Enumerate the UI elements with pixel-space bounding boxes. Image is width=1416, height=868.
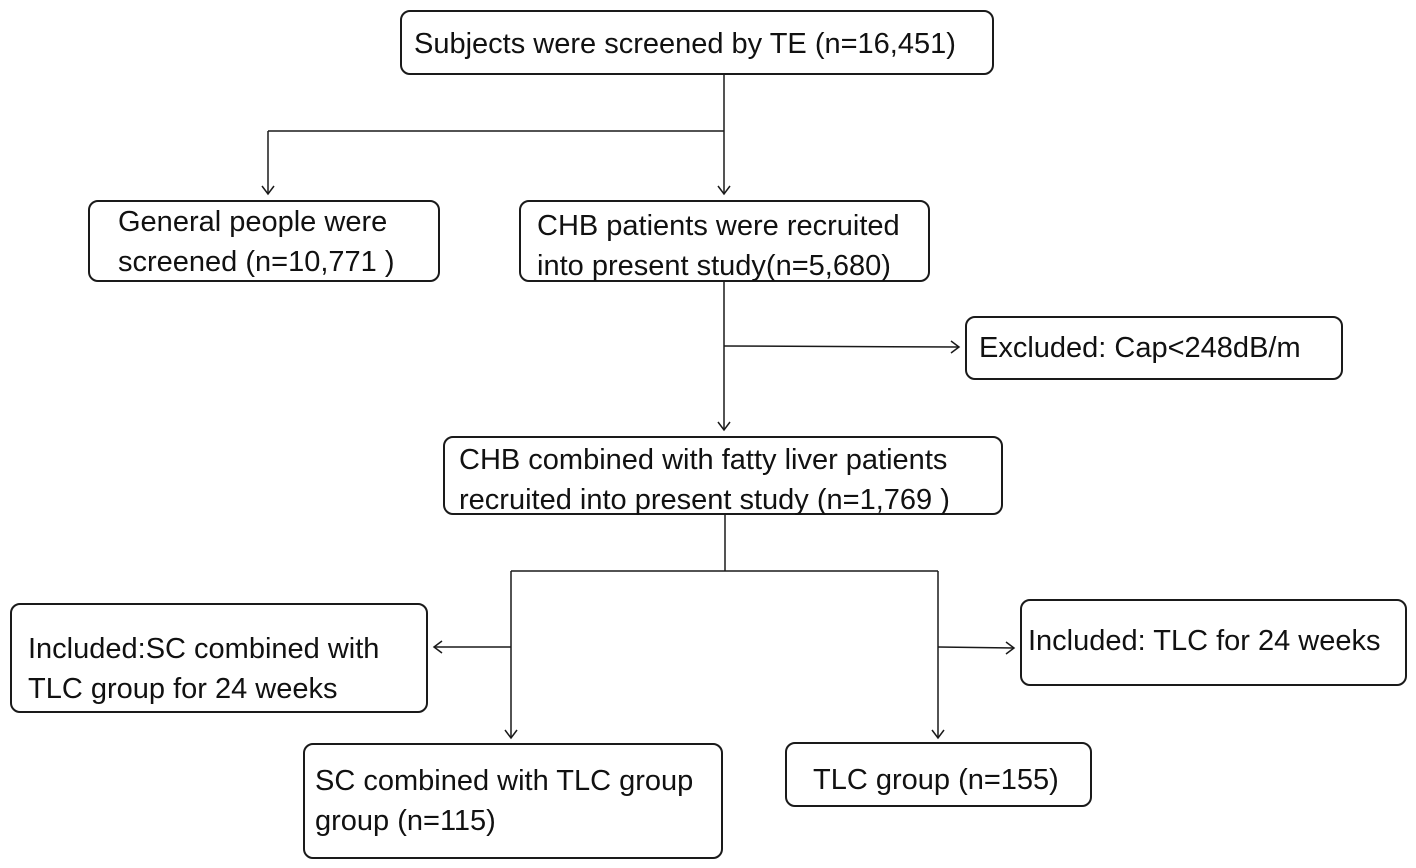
excluded-box: Excluded: Cap<248dB/m bbox=[965, 316, 1343, 380]
chb-patients-line-1: CHB patients were recruited bbox=[537, 210, 900, 242]
included-sc-box: Included:SC combined with TLC group for … bbox=[10, 603, 428, 713]
chb-patients-box: CHB patients were recruited into present… bbox=[519, 200, 930, 282]
included-sc-line-1: Included:SC combined with bbox=[28, 633, 380, 665]
arrowhead-sc-group bbox=[504, 729, 518, 740]
general-people-line-1: General people were bbox=[118, 206, 388, 238]
fatty-liver-line-1: CHB combined with fatty liver patients bbox=[459, 444, 948, 476]
connector-to-included-tlc bbox=[937, 646, 1015, 649]
included-tlc-box: Included: TLC for 24 weeks bbox=[1020, 599, 1407, 686]
included-tlc-text: Included: TLC for 24 weeks bbox=[1028, 625, 1381, 657]
arrowhead-general bbox=[261, 185, 275, 196]
connector-to-excluded bbox=[723, 345, 960, 348]
fatty-liver-box: CHB combined with fatty liver patients r… bbox=[443, 436, 1003, 516]
general-people-line-2: screened (n=10,771 ) bbox=[118, 246, 395, 278]
chb-patients-line-2: into present study(n=5,680) bbox=[537, 250, 891, 282]
arrowhead-excluded bbox=[950, 340, 961, 354]
arrowhead-included-sc bbox=[432, 640, 443, 654]
arrowhead-chb bbox=[717, 185, 731, 196]
tlc-group-text: TLC group (n=155) bbox=[813, 764, 1059, 796]
sc-group-line-1: SC combined with TLC group bbox=[315, 765, 694, 797]
arrowhead-included-tlc bbox=[1005, 641, 1016, 655]
included-sc-line-2: TLC group for 24 weeks bbox=[28, 673, 338, 705]
general-people-box: General people were screened (n=10,771 ) bbox=[88, 200, 440, 282]
arrowhead-tlc-group bbox=[931, 729, 945, 740]
sc-group-line-2: group (n=115) bbox=[315, 805, 496, 837]
arrowhead-fatty bbox=[717, 421, 731, 432]
excluded-text: Excluded: Cap<248dB/m bbox=[979, 332, 1301, 364]
fatty-liver-line-2: recruited into present study (n=1,769 ) bbox=[459, 484, 950, 516]
sc-group-box: SC combined with TLC group group (n=115) bbox=[303, 743, 723, 859]
screened-subjects-text: Subjects were screened by TE (n=16,451) bbox=[414, 28, 956, 60]
screened-subjects-box: Subjects were screened by TE (n=16,451) bbox=[400, 10, 994, 75]
tlc-group-box: TLC group (n=155) bbox=[785, 742, 1092, 807]
